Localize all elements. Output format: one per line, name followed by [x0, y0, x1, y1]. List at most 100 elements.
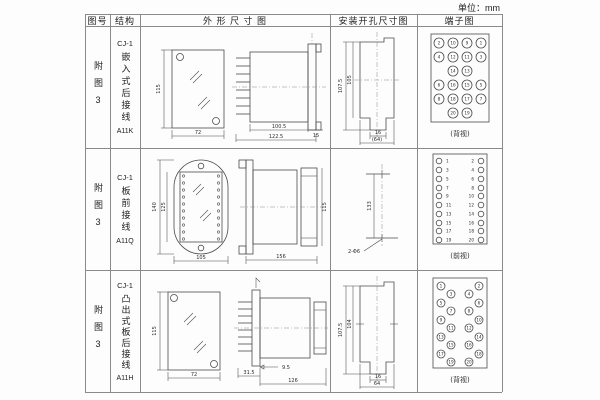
- svg-text:19: 19: [464, 111, 470, 116]
- fig-label: 附图3: [93, 305, 103, 357]
- grid-line: [140, 14, 141, 392]
- svg-text:10: 10: [476, 318, 482, 323]
- unit-label: 单位：mm: [458, 3, 500, 13]
- code-label: A11Q: [116, 238, 134, 245]
- dim-label: 9.5: [282, 365, 290, 371]
- grid-line: [85, 148, 502, 149]
- mount-drawing-a11q: 133 2-Φ6: [348, 164, 398, 255]
- dim-label: 115: [152, 326, 158, 336]
- grid-line: [330, 14, 331, 392]
- svg-text:6: 6: [478, 301, 481, 306]
- outline-cell: 115 72 9.5: [140, 270, 330, 392]
- svg-text:7: 7: [450, 309, 453, 314]
- svg-text:17: 17: [446, 229, 452, 234]
- svg-text:5: 5: [440, 301, 443, 306]
- svg-text:3: 3: [446, 168, 449, 173]
- svg-text:1: 1: [440, 284, 443, 289]
- svg-text:16: 16: [450, 83, 456, 88]
- svg-text:13: 13: [464, 69, 470, 74]
- dim-label: 31.5: [243, 370, 254, 376]
- dim-label: 156: [276, 254, 286, 260]
- dim-label: 16: [375, 374, 381, 380]
- svg-text:10: 10: [469, 194, 475, 199]
- mount-type-label: 凸出式板后接线: [120, 293, 131, 371]
- svg-text:16: 16: [466, 343, 472, 348]
- svg-text:20: 20: [450, 111, 456, 116]
- dim-label: 126: [288, 378, 298, 384]
- mount-drawing-a11k: 107.5 105 16 (64): [338, 32, 400, 145]
- dim-label: 72: [191, 372, 197, 378]
- svg-text:18: 18: [450, 97, 456, 102]
- svg-text:18: 18: [476, 352, 482, 357]
- dim-label: 115: [322, 202, 328, 212]
- view-label: (背视): [450, 375, 470, 384]
- structure-cell: CJ-1 凸出式板后接线 A11H: [110, 270, 140, 392]
- svg-text:17: 17: [464, 97, 470, 102]
- svg-text:10: 10: [450, 41, 456, 46]
- view-label: (背视): [450, 129, 470, 138]
- svg-text:15: 15: [464, 83, 470, 88]
- svg-text:14: 14: [450, 69, 456, 74]
- grid-line: [85, 392, 502, 393]
- mount-drawing-a11h: 107.5 104 16 64: [338, 276, 398, 389]
- svg-text:12: 12: [450, 55, 456, 60]
- svg-text:3: 3: [450, 292, 453, 297]
- svg-text:20: 20: [469, 238, 475, 243]
- grid-line: [417, 14, 418, 392]
- svg-text:4: 4: [471, 168, 474, 173]
- header-mount: 安装开孔尺寸图: [338, 15, 409, 26]
- svg-text:6: 6: [471, 177, 474, 182]
- header-outline: 外 形 尺 寸 图: [202, 15, 267, 26]
- svg-text:6: 6: [438, 83, 441, 88]
- front-view: 115 72: [152, 291, 221, 381]
- svg-text:8: 8: [468, 309, 471, 314]
- dim-label: 64: [374, 381, 380, 387]
- fig-cell: 附图3: [85, 270, 110, 392]
- mount-type-label: 板前接线: [120, 186, 131, 234]
- dim-label: 16: [375, 130, 381, 136]
- svg-text:17: 17: [438, 352, 444, 357]
- fig-label: 附图3: [93, 61, 103, 113]
- svg-text:11: 11: [448, 326, 454, 331]
- header-struct: 结构: [114, 15, 135, 26]
- code-label: A11K: [116, 128, 134, 135]
- view-label: (前视): [450, 251, 470, 260]
- grid-line: [110, 14, 111, 392]
- svg-text:4: 4: [438, 55, 441, 60]
- model-label: CJ-1: [117, 39, 133, 48]
- cutout-view: 107.5 105 16 (64): [338, 32, 400, 145]
- outline-drawing-a11k: 115 72 100.5: [156, 33, 326, 142]
- svg-text:8: 8: [471, 186, 474, 191]
- svg-text:12: 12: [466, 326, 472, 331]
- front-view: 140 125 105: [152, 159, 229, 264]
- code-label: A11H: [116, 374, 134, 382]
- dim-label: 72: [195, 130, 201, 136]
- fig-cell: 附图3: [85, 148, 110, 270]
- outline-cell: 140 125 105 156: [140, 148, 330, 270]
- side-view: 100.5 15 122.5: [232, 33, 326, 142]
- svg-text:7: 7: [480, 97, 483, 102]
- dim-label: 115: [156, 84, 162, 94]
- dim-label: 100.5: [272, 124, 286, 130]
- svg-text:12: 12: [469, 203, 475, 208]
- model-label: CJ-1: [117, 173, 133, 182]
- dim-label: 133: [367, 201, 373, 211]
- side-view: 156 115: [238, 159, 328, 264]
- structure-cell: CJ-1 板前接线 A11Q: [110, 148, 140, 270]
- dim-label: 105: [196, 255, 206, 261]
- svg-text:8: 8: [438, 97, 441, 102]
- mount-type-label: 嵌入式后接线: [120, 52, 131, 124]
- grid-line: [85, 270, 502, 271]
- svg-text:2: 2: [438, 41, 441, 46]
- header-fig: 图号: [87, 15, 108, 26]
- dim-label: 105: [347, 75, 353, 85]
- dim-label: 140: [152, 202, 158, 212]
